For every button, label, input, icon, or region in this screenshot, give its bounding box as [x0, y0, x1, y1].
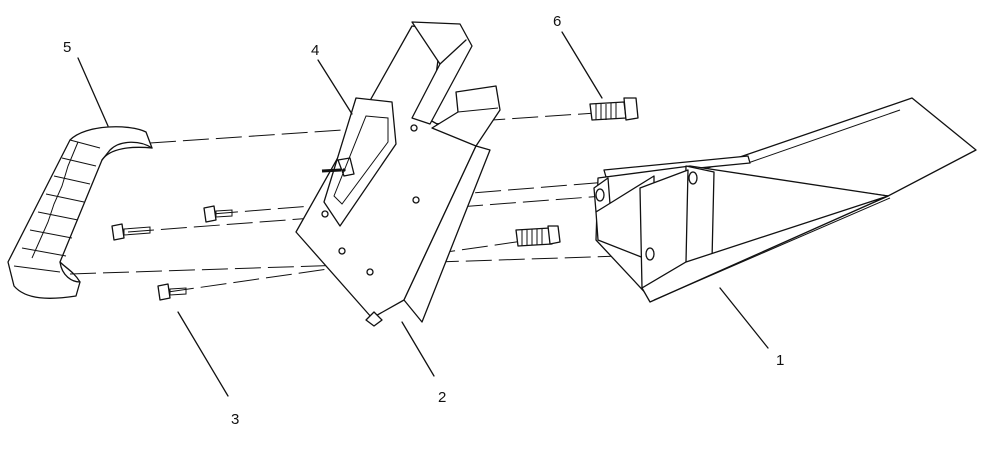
callout-4: 4	[311, 42, 319, 59]
callout-3: 3	[231, 411, 239, 428]
chute-deflector-part	[593, 97, 977, 303]
screw-upper-left	[111, 223, 151, 241]
leader-line-1	[719, 287, 769, 349]
threaded-stud-top	[589, 97, 639, 121]
leader-line-5	[77, 57, 109, 127]
callout-labels: 1 2 3 4 5 6	[63, 13, 784, 428]
callout-6: 6	[553, 13, 561, 30]
handle-grip-part	[7, 126, 153, 299]
mounting-bracket-part	[295, 21, 501, 327]
leader-line-3	[177, 311, 229, 397]
callout-2: 2	[438, 389, 446, 406]
threaded-stud-middle	[515, 225, 561, 247]
screw-lower-left	[157, 283, 187, 301]
leader-line-2	[401, 321, 435, 377]
callout-1: 1	[776, 352, 784, 369]
leader-line-4	[317, 59, 353, 115]
decal-label-part	[321, 97, 397, 227]
leader-line-6	[561, 31, 603, 99]
callout-5: 5	[63, 39, 71, 56]
screw-upper-middle	[203, 205, 233, 223]
leader-lines	[77, 31, 769, 397]
